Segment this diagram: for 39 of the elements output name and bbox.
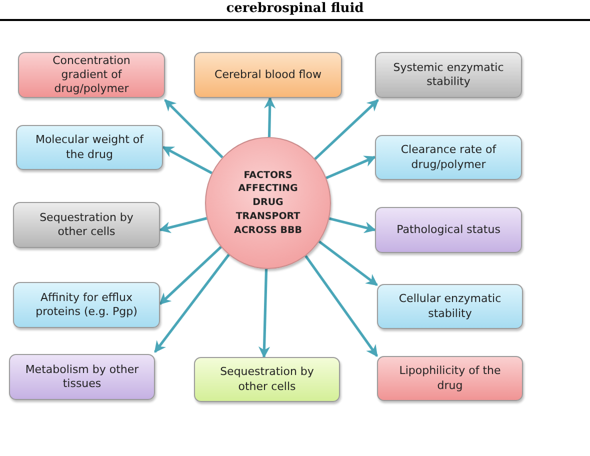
factor-label: Systemic enzymatic stability: [392, 60, 505, 90]
arrow: [314, 99, 379, 160]
factor-label: Lipophilicity of the drug: [398, 364, 502, 393]
factor-box: [18, 52, 165, 98]
factor-label: Sequestration by other cells: [38, 210, 134, 240]
factor-label: Cellular enzymatic stability: [398, 292, 502, 321]
factor-label: Sequestration by other cells: [219, 365, 315, 394]
factor-label: Metabolism by other tissues: [24, 362, 140, 392]
factor-box: [194, 357, 340, 402]
arrow: [158, 217, 208, 234]
factor-box: [377, 356, 523, 401]
factor-box: [375, 207, 522, 253]
factor-label: Molecular weight of the drug: [34, 133, 145, 162]
arrow: [162, 146, 212, 174]
heading-text: cerebrospinal fluid: [225, 1, 365, 16]
arrow: [154, 254, 230, 353]
central-ellipse: [205, 137, 331, 269]
factor-box: [16, 125, 163, 170]
factor-label: Cerebral blood flow: [214, 68, 322, 82]
arrow: [326, 156, 376, 180]
factor-label: Pathological status: [396, 222, 500, 238]
factor-box: [13, 202, 160, 248]
arrow: [328, 217, 376, 234]
arrow: [164, 99, 224, 158]
arrow: [304, 255, 378, 357]
arrow: [318, 240, 378, 286]
factor-box: [13, 282, 160, 328]
factor-label: Clearance rate of drug/polymer: [400, 143, 498, 172]
factor-box: [375, 135, 522, 180]
arrow: [159, 246, 222, 305]
factor-label: Affinity for efflux proteins (e.g. Pgp): [34, 290, 138, 320]
factor-box: [377, 284, 523, 329]
arrow: [258, 268, 270, 358]
center-title: FACTORS AFFECTING DRUG TRANSPORT ACROSS BBB: [232, 168, 303, 238]
factor-box: [194, 52, 342, 98]
factor-label: Concentration gradient of drug/polymer: [52, 54, 132, 96]
arrow: [264, 96, 276, 138]
factor-box: [375, 52, 522, 98]
factor-box: [9, 354, 155, 400]
